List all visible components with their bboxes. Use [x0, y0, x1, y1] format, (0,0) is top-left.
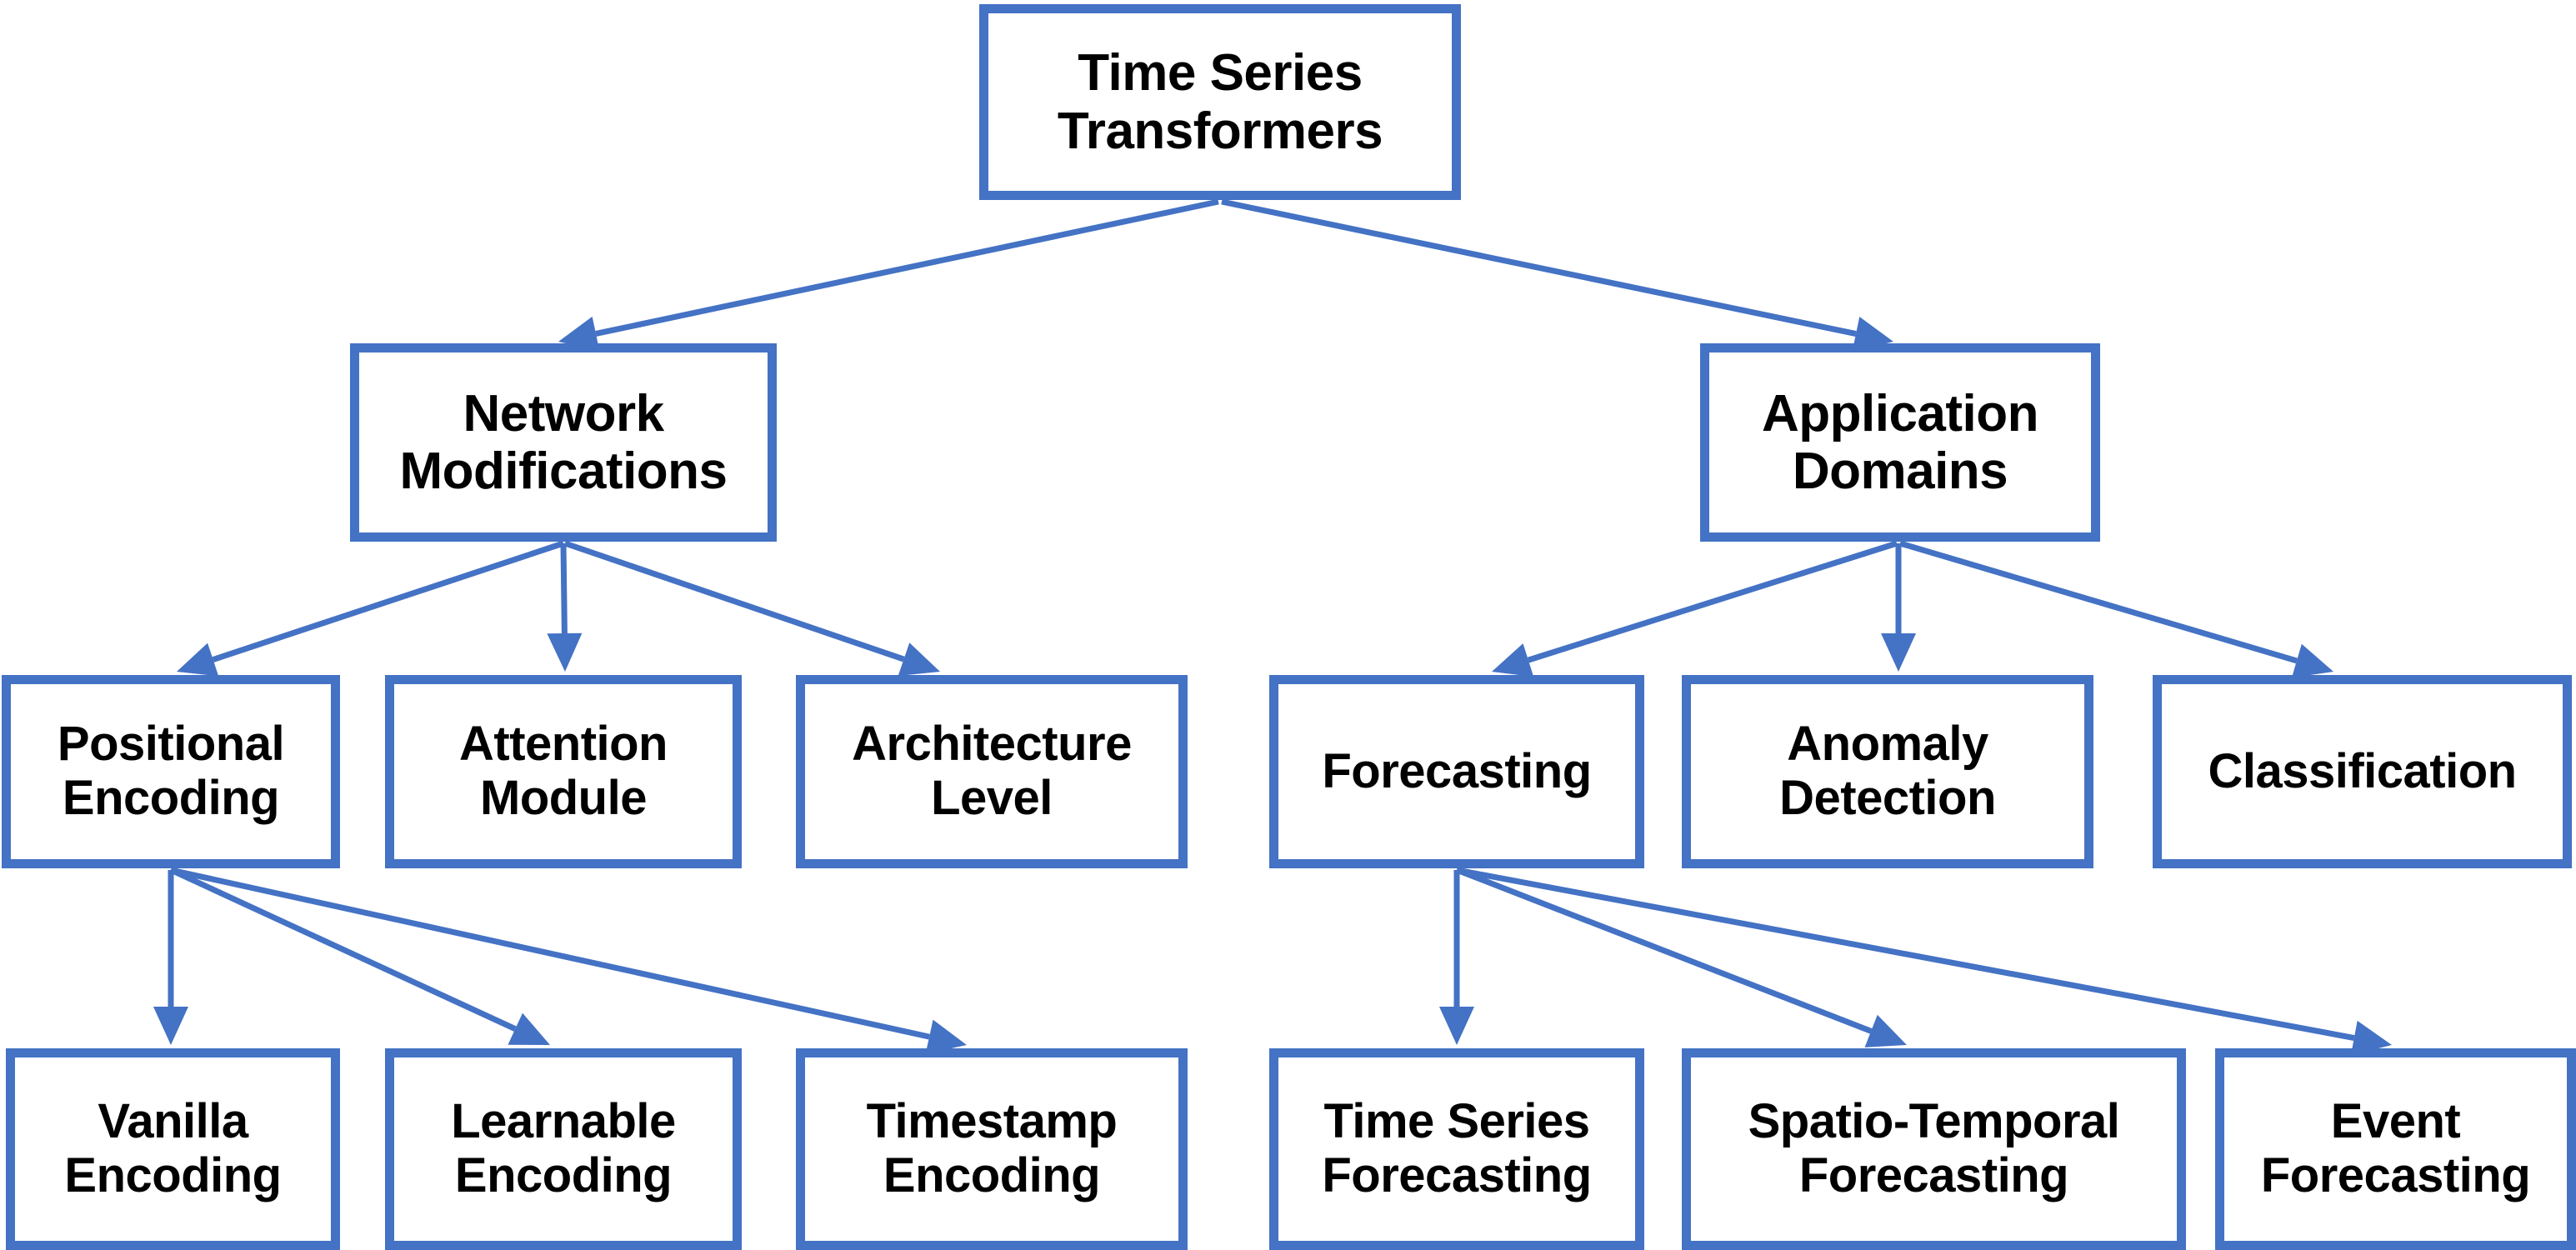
node-positional-encoding[interactable]: Positional Encoding	[2, 675, 340, 868]
node-label-learnable-encoding: Learnable Encoding	[451, 1094, 676, 1202]
arrow-line	[1899, 540, 2298, 664]
arrow-head	[177, 642, 219, 677]
arrow-line	[212, 540, 565, 662]
arrow-e-application-anomaly	[1881, 543, 1916, 672]
arrow-line	[1456, 867, 2355, 1041]
node-label-attention-module: Attention Module	[459, 717, 668, 825]
node-label-time-series-forecasting: Time Series Forecasting	[1322, 1094, 1592, 1202]
arrow-e-positional-timestamp	[170, 867, 967, 1054]
arrow-line	[560, 542, 568, 634]
arrow-head	[2350, 1020, 2392, 1056]
node-label-timestamp-encoding: Timestamp Encoding	[866, 1094, 1118, 1202]
arrow-e-root-application	[1221, 198, 1893, 352]
arrow-e-forecasting-timeseries	[1439, 870, 1474, 1045]
arrow-head	[1864, 1014, 1907, 1048]
node-anomaly-detection[interactable]: Anomaly Detection	[1682, 675, 2093, 868]
node-classification[interactable]: Classification	[2153, 675, 2572, 868]
arrow-e-root-network	[558, 198, 1219, 351]
arrow-head	[898, 642, 940, 676]
arrow-e-network-architecture	[563, 540, 940, 676]
arrow-head	[1439, 1007, 1474, 1045]
node-label-event-forecasting: Event Forecasting	[2260, 1094, 2531, 1202]
arrow-head	[547, 632, 583, 672]
node-event-forecasting[interactable]: Event Forecasting	[2215, 1048, 2576, 1250]
arrow-head	[1852, 317, 1893, 352]
arrow-e-forecasting-spatio	[1455, 867, 1907, 1048]
node-application-domains[interactable]: Application Domains	[1700, 343, 2100, 542]
arrow-line	[563, 540, 905, 662]
arrow-head	[2291, 643, 2333, 678]
node-label-network-modifications: Network Modifications	[399, 384, 728, 500]
arrow-e-application-classification	[1899, 540, 2333, 678]
node-label-positional-encoding: Positional Encoding	[57, 717, 285, 825]
node-spatio-temporal-forecasting[interactable]: Spatio-Temporal Forecasting	[1682, 1048, 2186, 1250]
node-vanilla-encoding[interactable]: Vanilla Encoding	[6, 1048, 340, 1250]
node-label-classification: Classification	[2208, 743, 2517, 798]
arrow-head	[1881, 633, 1916, 672]
node-attention-module[interactable]: Attention Module	[385, 675, 742, 868]
arrow-e-positional-learnable	[169, 867, 550, 1045]
arrow-e-application-forecasting	[1492, 540, 1898, 678]
node-label-forecasting: Forecasting	[1322, 743, 1592, 798]
arrow-line	[170, 867, 930, 1040]
node-timestamp-encoding[interactable]: Timestamp Encoding	[796, 1048, 1188, 1250]
arrow-line	[1527, 540, 1898, 663]
arrow-head	[153, 1007, 188, 1045]
node-label-vanilla-encoding: Vanilla Encoding	[64, 1094, 282, 1202]
arrow-e-network-attention	[547, 542, 583, 672]
arrow-head	[1492, 643, 1534, 678]
arrow-line	[595, 198, 1219, 337]
arrow-head	[508, 1012, 550, 1045]
node-learnable-encoding[interactable]: Learnable Encoding	[385, 1048, 742, 1250]
arrow-e-positional-vanilla	[153, 870, 188, 1045]
node-label-architecture-level: Architecture Level	[852, 717, 1132, 825]
arrow-line	[1455, 867, 1873, 1034]
node-time-series-forecasting[interactable]: Time Series Forecasting	[1269, 1048, 1644, 1250]
node-root[interactable]: Time Series Transformers	[979, 4, 1461, 200]
node-label-root: Time Series Transformers	[1057, 44, 1383, 160]
arrow-line	[169, 867, 517, 1032]
node-forecasting[interactable]: Forecasting	[1269, 675, 1644, 868]
arrow-head	[925, 1019, 967, 1054]
node-label-spatio-temporal-forecasting: Spatio-Temporal Forecasting	[1748, 1094, 2120, 1202]
arrow-head	[558, 316, 600, 351]
node-label-anomaly-detection: Anomaly Detection	[1779, 717, 1996, 825]
node-label-application-domains: Application Domains	[1761, 384, 2039, 500]
node-network-modifications[interactable]: Network Modifications	[350, 343, 777, 542]
arrow-e-forecasting-event	[1456, 867, 2392, 1056]
node-architecture-level[interactable]: Architecture Level	[796, 675, 1188, 868]
arrow-line	[1221, 198, 1857, 338]
arrow-e-network-positional	[177, 540, 565, 677]
